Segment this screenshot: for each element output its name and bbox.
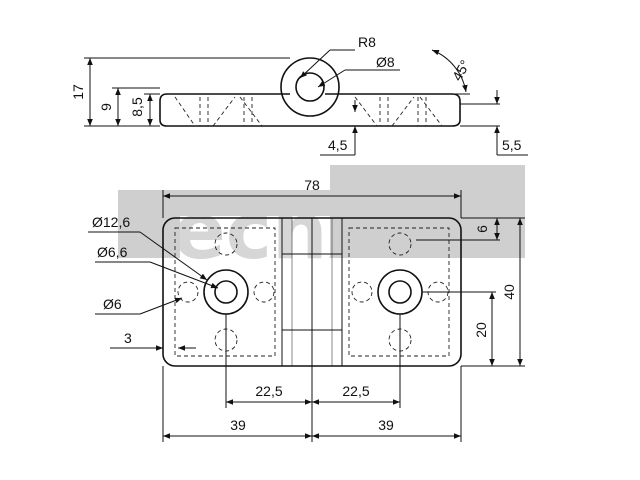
dim-half-left: 39 [230,417,246,433]
label-counterbore: Ø12,6 [92,214,130,230]
dim-half-right: 39 [378,417,394,433]
watermark-text: TechXXL [130,187,498,277]
dim-center-20: 20 [473,322,489,338]
label-bore: Ø6,6 [97,244,128,260]
pin-hole [295,72,325,102]
label-pin-8: Ø8 [376,54,395,70]
dim-width-78: 78 [304,177,320,193]
label-angle: 45° [449,57,473,83]
dim-leaf-8-5: 8,5 [129,97,145,117]
dim-height-17: 17 [70,84,86,100]
dim-edge-3: 3 [124,330,132,346]
label-r8: R8 [358,34,376,50]
bore-left [214,280,238,304]
side-view: 17 9 8,5 R8 Ø8 45° 5,5 4,5 [70,34,528,156]
dim-spacing-right: 22,5 [342,383,369,399]
front-view: 78 6 40 20 Ø12,6 Ø6,6 Ø6 3 [88,177,525,442]
label-hole: Ø6 [103,296,122,312]
dim-top-6: 6 [474,225,490,233]
bore-right [388,280,412,304]
dim-height-9: 9 [98,103,114,111]
dim-offset-4-5: 4,5 [328,137,348,153]
dim-offset-5-5: 5,5 [502,137,522,153]
dim-height-40: 40 [501,284,517,300]
barrel-outline [280,57,340,117]
dim-spacing-left: 22,5 [255,383,282,399]
